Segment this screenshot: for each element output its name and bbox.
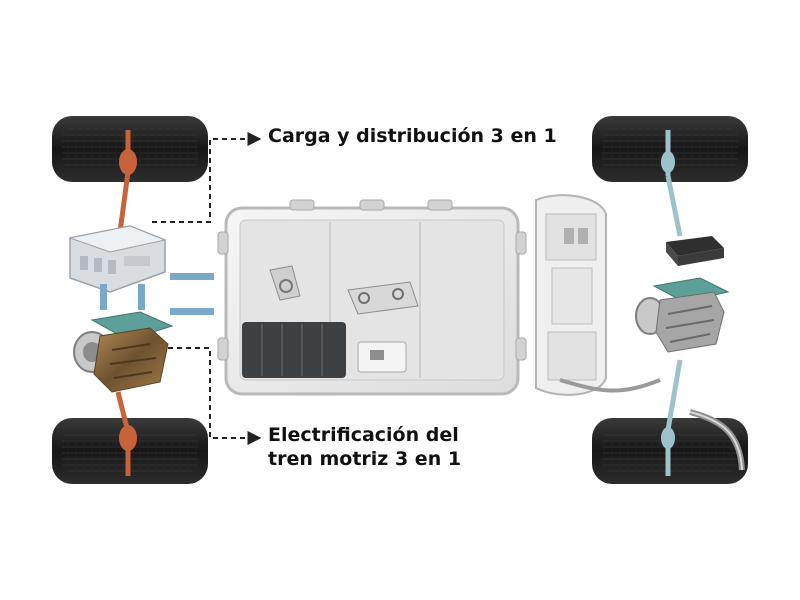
callout-drivetrain-line-2: tren motriz 3 en 1 [268, 448, 462, 470]
callout-drivetrain-line-1: Electrificación del [268, 424, 459, 446]
rear-control-module [666, 236, 724, 266]
leader-line-charging [152, 132, 262, 223]
battery-pack-housing [217, 199, 527, 396]
electric-drive-unit [73, 311, 174, 393]
left-drive-shaft [115, 130, 137, 476]
leader-line-drivetrain [168, 347, 262, 445]
callout-charging-distribution: Carga y distribución 3 en 1 [268, 125, 557, 147]
connector-bars [100, 273, 214, 315]
cable-harness [559, 378, 745, 471]
right-drive-shaft [661, 130, 683, 476]
rear-drive-unit [635, 277, 730, 353]
charging-distribution-unit [68, 225, 167, 293]
callout-drivetrain-electrification: Electrificación del tren motriz 3 en 1 [268, 423, 461, 471]
front-compartment [535, 194, 607, 396]
